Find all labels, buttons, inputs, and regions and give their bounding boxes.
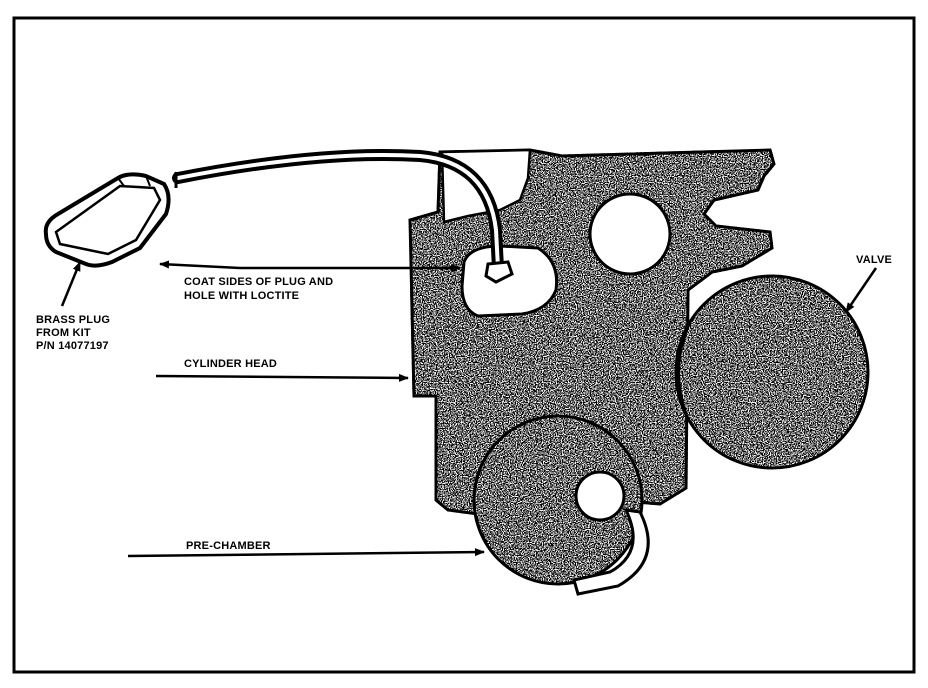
valve-leader <box>844 267 878 313</box>
loctite-applicator-tube <box>172 148 514 284</box>
coat-leader-left <box>159 260 241 270</box>
cylinder-head-leader <box>155 373 409 382</box>
pre-chamber-leader <box>127 548 485 558</box>
brass-plug <box>43 172 171 268</box>
figure-frame <box>12 16 916 674</box>
coat-label-line2: HOLE WITH LOCTITE <box>184 290 300 302</box>
brass-plug-label-line1: BRASS PLUG <box>36 314 111 326</box>
coat-label-line1: COAT SIDES OF PLUG AND <box>184 276 334 288</box>
pre-chamber-label: PRE-CHAMBER <box>186 540 271 552</box>
brass-plug-label-line3: P/N 14077197 <box>36 340 109 352</box>
valve <box>674 274 870 470</box>
brass-plug-leader <box>60 261 82 307</box>
brass-plug-label-line2: FROM KIT <box>36 327 91 339</box>
pre-chamber <box>472 414 650 596</box>
valve-label: VALVE <box>856 254 893 266</box>
cylinder-head-label: CYLINDER HEAD <box>184 358 278 370</box>
